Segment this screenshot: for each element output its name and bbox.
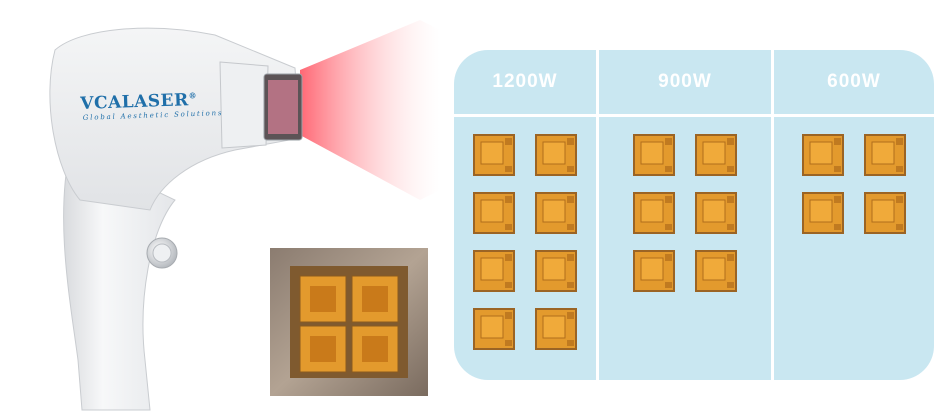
laser-chip-icon <box>473 250 515 292</box>
laser-chip-icon <box>473 134 515 176</box>
column-header: 900W <box>658 71 712 92</box>
column-header: 1200W <box>492 71 558 92</box>
laser-chip-icon <box>535 308 577 350</box>
chip-module-cells <box>299 275 399 373</box>
laser-window-glass <box>268 80 298 134</box>
laser-chip-icon <box>535 134 577 176</box>
laser-chip-icon <box>864 134 906 176</box>
laser-chip-icon <box>473 308 515 350</box>
laser-chip-icon <box>864 192 906 234</box>
laser-chip-icon <box>535 192 577 234</box>
column-900w: 900W <box>599 50 771 380</box>
handpiece-nose <box>219 61 269 149</box>
laser-beam <box>300 20 440 200</box>
laser-chip-icon <box>802 192 844 234</box>
laser-chip-icon <box>633 134 675 176</box>
handpiece-graphic <box>49 20 440 411</box>
laser-chip-icon <box>695 134 737 176</box>
laser-chip-icon <box>473 192 515 234</box>
laser-chip-icon <box>802 134 844 176</box>
laser-chip-icon <box>695 192 737 234</box>
laser-handpiece-illustration: VCALASER® Global Aesthetic Solutions <box>0 0 440 415</box>
column-600w: 600W <box>774 50 934 380</box>
laser-chip-icon <box>633 192 675 234</box>
column-header: 600W <box>827 71 881 92</box>
header-divider <box>454 114 934 117</box>
handpiece-handle <box>63 149 176 411</box>
column-1200w: 1200W <box>454 50 596 380</box>
column-divider <box>596 50 599 380</box>
power-comparison-panel: 1200W 900W 600W <box>454 50 934 380</box>
laser-chip-icon <box>633 250 675 292</box>
laser-chip-icon <box>535 250 577 292</box>
laser-chip-icon <box>695 250 737 292</box>
column-divider <box>771 50 774 380</box>
brand-logo: VCALASER® Global Aesthetic Solutions <box>80 89 223 122</box>
